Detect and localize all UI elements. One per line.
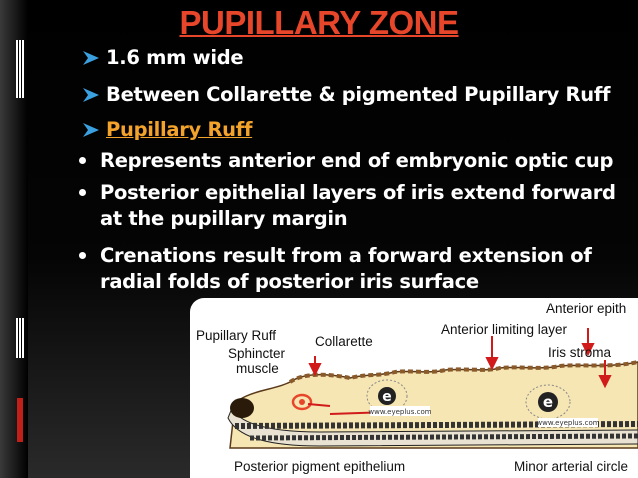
bullet-text-cont: radial folds of posterior iris surface bbox=[100, 270, 479, 293]
label-posterior-pigment-epithelium: Posterior pigment epithelium bbox=[234, 459, 406, 474]
dot-bullet-icon bbox=[79, 157, 86, 164]
iris-cross-section-drawing: e e www.eyeplus.com www.eyeplus.com bbox=[227, 328, 638, 449]
bullet-text: 1.6 mm wide bbox=[106, 46, 244, 69]
bullet-text: Represents anterior end of embryonic opt… bbox=[100, 149, 614, 172]
left-decorative-bar bbox=[0, 0, 28, 478]
decor-stripes-bottom bbox=[16, 318, 24, 358]
iris-diagram: e e www.eyeplus.com www.eyeplus.com Ante… bbox=[190, 298, 638, 478]
bullet-text-highlight: Pupillary Ruff bbox=[106, 118, 253, 141]
label-minor-arterial-circle: Minor arterial circle bbox=[514, 459, 629, 474]
bullet-text: Between Collarette & pigmented Pupillary… bbox=[106, 83, 611, 106]
arrow-bullet-icon bbox=[83, 123, 99, 137]
label-sphincter-muscle: muscle bbox=[236, 361, 279, 376]
bullet-text: Posterior epithelial layers of iris exte… bbox=[100, 181, 616, 204]
decor-stripes bbox=[16, 40, 24, 98]
label-sphincter: Sphincter bbox=[228, 346, 286, 361]
decor-red-mark bbox=[17, 398, 23, 442]
dot-bullet-icon bbox=[79, 252, 86, 259]
label-collarette: Collarette bbox=[315, 334, 373, 349]
svg-text:e: e bbox=[543, 393, 553, 411]
label-pupillary-ruff: Pupillary Ruff bbox=[196, 328, 277, 343]
label-iris-stroma: Iris stroma bbox=[548, 345, 612, 360]
bullet-text: Crenations result from a forward extensi… bbox=[100, 244, 592, 267]
svg-text:www.eyeplus.com: www.eyeplus.com bbox=[536, 419, 599, 427]
arrow-bullet-icon bbox=[83, 51, 99, 65]
slide-title: PUPILLARY ZONE bbox=[179, 4, 459, 41]
label-anterior-limiting-layer: Anterior limiting layer bbox=[441, 322, 568, 337]
arrow-bullet-icon bbox=[83, 88, 99, 102]
bullet-text-cont: at the pupillary margin bbox=[100, 207, 348, 230]
svg-text:www.eyeplus.com: www.eyeplus.com bbox=[368, 408, 431, 416]
svg-text:e: e bbox=[382, 389, 392, 405]
label-anterior-epithelium: Anterior epith bbox=[546, 301, 627, 316]
dot-bullet-icon bbox=[79, 189, 86, 196]
